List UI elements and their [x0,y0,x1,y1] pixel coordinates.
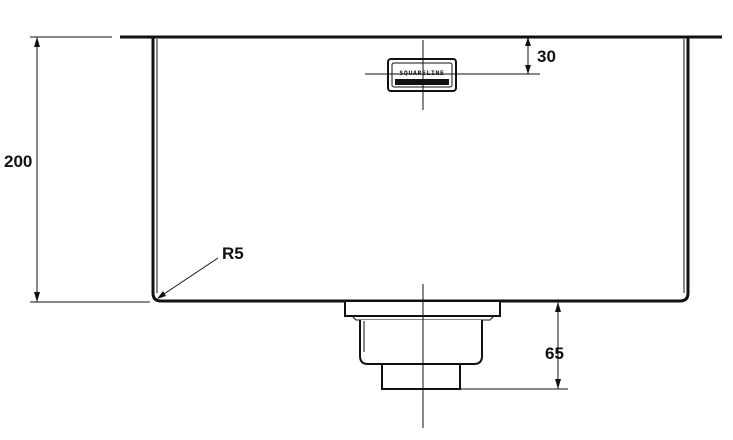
height-label: 200 [4,152,32,171]
logo-offset-dimension [525,37,531,74]
logo-badge [387,58,457,92]
drain-outlet [344,302,501,390]
height-dimension [30,36,150,303]
corner-radius-label: R5 [222,244,244,263]
logo-brand-text: SQUARELINE [399,69,444,77]
sink-bowl-outline [151,37,690,303]
corner-radius-leader [157,257,219,299]
drain-depth-label: 65 [545,344,564,363]
logo-offset-label: 30 [537,47,556,66]
drain-depth-dimension [461,302,568,390]
